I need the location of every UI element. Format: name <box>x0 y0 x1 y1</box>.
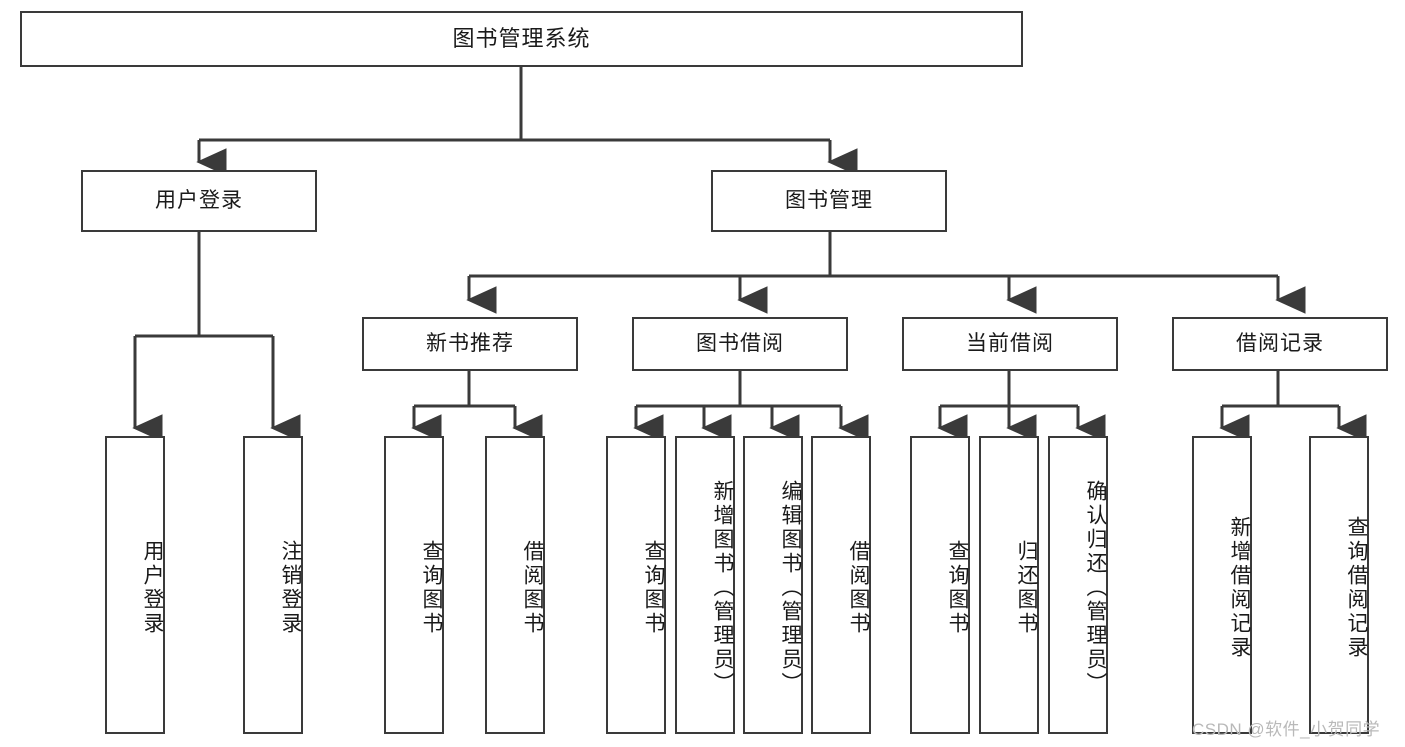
node-label: 查询图书 <box>420 540 443 636</box>
node-current-borrow[interactable]: 当前借阅 <box>902 317 1118 371</box>
node-user-login[interactable]: 用户登录 <box>81 170 317 232</box>
node-leaf-query-book-borrow[interactable]: 查询图书 <box>606 436 666 734</box>
node-label: 新增借阅记录 <box>1228 516 1251 660</box>
node-label: 新书推荐 <box>426 332 514 356</box>
node-label: 借阅图书 <box>847 540 870 636</box>
node-leaf-query-borrow-record[interactable]: 查询借阅记录 <box>1309 436 1369 734</box>
node-borrow-record[interactable]: 借阅记录 <box>1172 317 1388 371</box>
node-leaf-add-borrow-record[interactable]: 新增借阅记录 <box>1192 436 1252 734</box>
node-label: 归还图书 <box>1015 540 1038 636</box>
node-leaf-query-book-recommend[interactable]: 查询图书 <box>384 436 444 734</box>
node-book-borrow[interactable]: 图书借阅 <box>632 317 848 371</box>
node-label: 查询借阅记录 <box>1345 516 1368 660</box>
node-leaf-logout-login[interactable]: 注销登录 <box>243 436 303 734</box>
node-label: 查询图书 <box>642 540 665 636</box>
node-leaf-add-book[interactable]: 新增图书（管理员） <box>675 436 735 734</box>
node-leaf-query-book-current[interactable]: 查询图书 <box>910 436 970 734</box>
node-label: 编辑图书（管理员） <box>779 480 802 696</box>
node-leaf-edit-book[interactable]: 编辑图书（管理员） <box>743 436 803 734</box>
node-leaf-borrow-book[interactable]: 借阅图书 <box>811 436 871 734</box>
node-leaf-confirm-return[interactable]: 确认归还（管理员） <box>1048 436 1108 734</box>
node-label: 借阅记录 <box>1236 332 1324 356</box>
node-label: 用户登录 <box>155 189 243 213</box>
csdn-watermark: CSDN @软件_小贺同学 <box>1192 720 1381 739</box>
node-label: 图书管理系统 <box>452 25 591 51</box>
node-leaf-borrow-book-recommend[interactable]: 借阅图书 <box>485 436 545 734</box>
node-root-book-management-system[interactable]: 图书管理系统 <box>20 11 1023 67</box>
node-label: 借阅图书 <box>521 540 544 636</box>
node-leaf-return-book[interactable]: 归还图书 <box>979 436 1039 734</box>
node-label: 查询图书 <box>946 540 969 636</box>
node-book-management[interactable]: 图书管理 <box>711 170 947 232</box>
node-leaf-user-login[interactable]: 用户登录 <box>105 436 165 734</box>
node-label: 确认归还（管理员） <box>1084 480 1107 696</box>
node-label: 注销登录 <box>279 540 302 636</box>
node-label: 图书借阅 <box>696 332 784 356</box>
node-new-book-recommend[interactable]: 新书推荐 <box>362 317 578 371</box>
node-label: 当前借阅 <box>966 332 1054 356</box>
node-label: 图书管理 <box>785 189 873 213</box>
node-label: 用户登录 <box>141 540 164 636</box>
node-label: 新增图书（管理员） <box>711 480 734 696</box>
